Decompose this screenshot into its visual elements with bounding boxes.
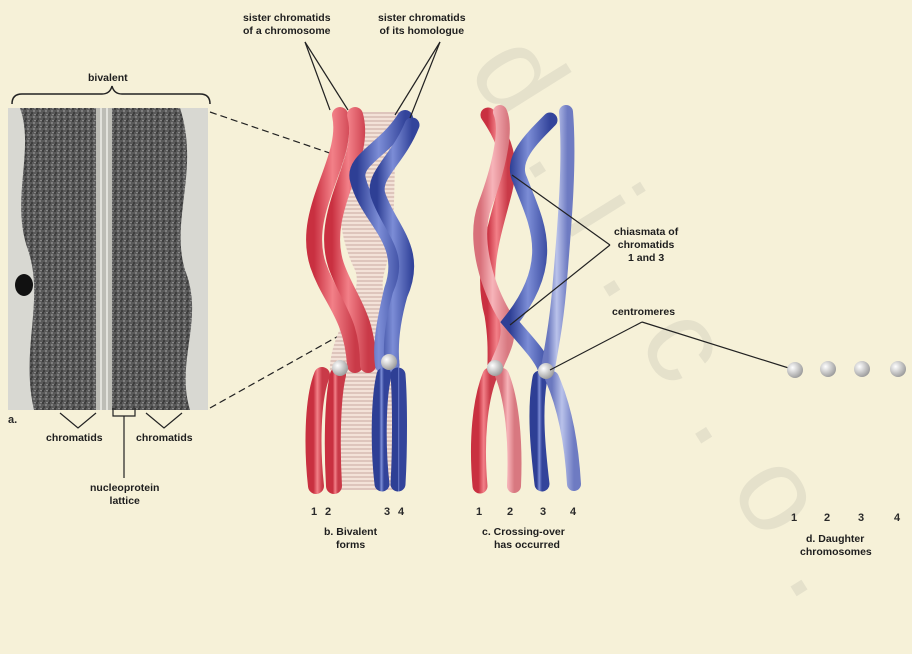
- panel-b-number-1: 1: [311, 506, 317, 518]
- panel-b-number-2: 2: [325, 506, 331, 518]
- crossing-over-figure: [478, 112, 574, 486]
- panel-b-number-3: 3: [384, 506, 390, 518]
- panel-c-number-3: 3: [540, 506, 546, 518]
- chromatids-left-marker: [60, 413, 96, 428]
- panel-c-number-4: 4: [570, 506, 576, 518]
- panel-c-caption: c. Crossing-over has occurred: [482, 526, 565, 552]
- label-bivalent: bivalent: [88, 72, 128, 85]
- label-nucleoprotein-lattice: nucleoprotein lattice: [90, 482, 159, 508]
- bivalent-figure: [314, 112, 412, 490]
- panel-d-caption: d. Daughter chromosomes: [806, 533, 872, 559]
- meiosis-diagram: d.i.c.o.: [0, 0, 912, 566]
- label-sister-chromatids-chromosome: sister chromatids of a chromosome: [243, 12, 331, 38]
- panel-d-number-3: 3: [858, 512, 864, 524]
- panel-d-number-1: 1: [791, 512, 797, 524]
- label-chromatids-right: chromatids: [136, 432, 193, 445]
- panel-c-number-2: 2: [507, 506, 513, 518]
- chromatids-right-marker: [146, 413, 182, 428]
- label-chiasmata: chiasmata of chromatids 1 and 3: [614, 226, 678, 265]
- panel-b-number-4: 4: [398, 506, 404, 518]
- label-chromatids-left: chromatids: [46, 432, 103, 445]
- label-centromeres: centromeres: [612, 306, 675, 319]
- bivalent-brace: [12, 86, 210, 104]
- panel-c-number-1: 1: [476, 506, 482, 518]
- panel-b-caption: b. Bivalent forms: [324, 526, 377, 552]
- panel-d-number-2: 2: [824, 512, 830, 524]
- label-sister-chromatids-homologue: sister chromatids of its homologue: [378, 12, 466, 38]
- panel-a-letter: a.: [8, 414, 17, 426]
- micrograph: [8, 108, 208, 410]
- panel-d-number-4: 4: [894, 512, 900, 524]
- daughter-chromosomes: [787, 112, 906, 492]
